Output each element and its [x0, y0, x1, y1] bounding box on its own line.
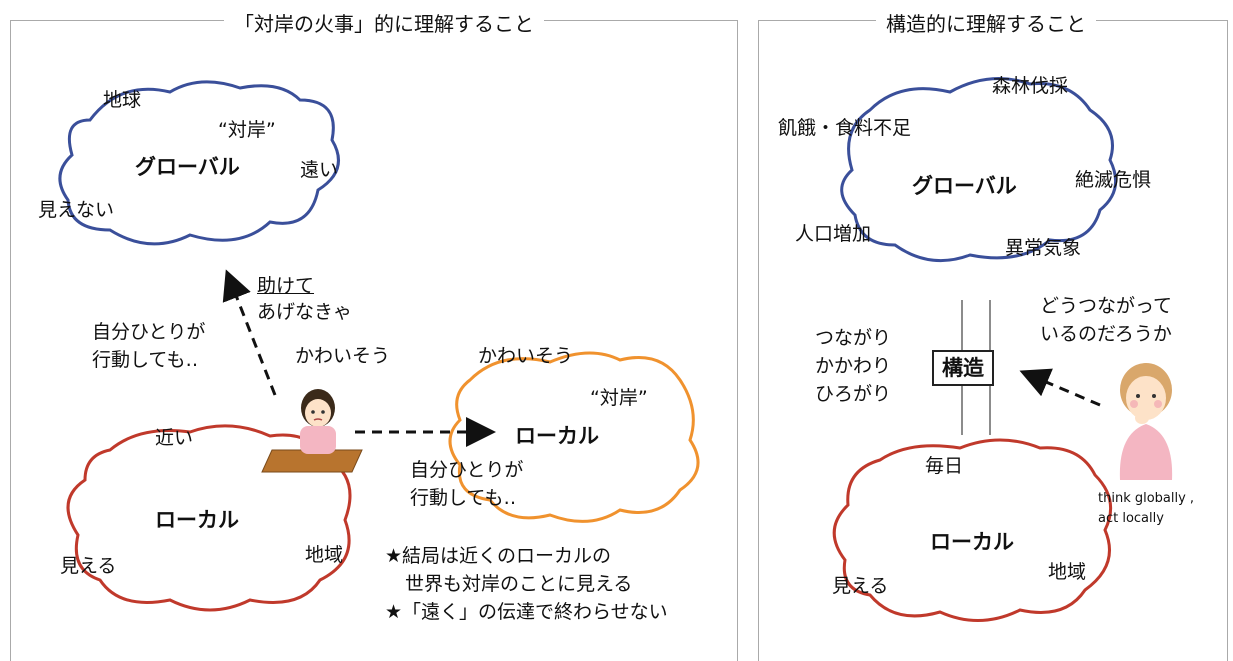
global-word-far: 遠い — [300, 159, 339, 181]
structure-box: 構造 — [932, 350, 994, 387]
right-local-word-daily: 毎日 — [925, 455, 964, 477]
right-local-label: ローカル — [930, 530, 1014, 554]
global-cloud-right — [840, 77, 1118, 263]
far-local-cloud — [448, 351, 700, 523]
help-text-line1: 助けて — [257, 275, 315, 297]
child-person-icon — [288, 388, 348, 454]
alone-text-1-line1: 自分ひとりが — [92, 321, 206, 343]
right-local-word-region: 地域 — [1048, 561, 1087, 583]
near-local-word-region: 地域 — [305, 544, 344, 566]
right-global-label: グローバル — [912, 174, 1017, 198]
near-local-label: ローカル — [155, 508, 239, 532]
diagram-graphics — [58, 77, 1118, 622]
far-local-word-taigan: “対岸” — [590, 387, 648, 409]
local-cloud-right — [832, 438, 1113, 622]
motto-line1: think globally , — [1098, 491, 1195, 506]
arrow-to-structure — [1019, 368, 1101, 407]
motto-line2: act locally — [1098, 511, 1164, 526]
connection-line2: かかわり — [815, 355, 892, 377]
right-local-word-visible: 見える — [832, 575, 889, 597]
right-global-word-hunger: 飢餓・食料不足 — [778, 117, 912, 139]
note-line2: 世界も対岸のことに見える — [405, 573, 633, 595]
question-line1: どうつながって — [1040, 295, 1173, 317]
pity-text-2: かわいそう — [478, 345, 574, 367]
connection-line1: つながり — [815, 327, 892, 349]
arrow-to-global — [222, 269, 277, 396]
question-line2: いるのだろうか — [1040, 323, 1172, 345]
alone-text-1-line2: 行動しても‥ — [92, 349, 199, 371]
pity-text-1: かわいそう — [295, 345, 391, 367]
woman-thinking-icon — [1110, 362, 1182, 480]
right-global-word-deforestation: 森林伐採 — [992, 75, 1069, 97]
global-word-earth: 地球 — [103, 89, 142, 111]
right-global-word-extinction: 絶滅危惧 — [1075, 169, 1152, 191]
alone-text-2-line2: 行動しても‥ — [410, 487, 517, 509]
near-local-word-near: 近い — [155, 427, 194, 449]
right-global-word-population: 人口増加 — [795, 223, 872, 245]
help-text-line2: あげなきゃ — [257, 301, 353, 323]
global-label-left: グローバル — [135, 155, 240, 179]
near-local-word-visible: 見える — [60, 555, 117, 577]
near-local-cloud — [66, 424, 352, 612]
note-line1: ★結局は近くのローカルの — [385, 545, 612, 567]
global-word-taigan: “対岸” — [218, 119, 276, 141]
global-cloud-left — [58, 80, 340, 246]
alone-text-2-line1: 自分ひとりが — [410, 459, 524, 481]
far-local-label: ローカル — [515, 424, 599, 448]
left-panel-title: 「対岸の火事」的に理解すること — [224, 8, 544, 37]
global-word-invisible: 見えない — [38, 199, 115, 221]
note-line3: ★「遠く」の伝達で終わらせない — [385, 601, 668, 623]
connection-line3: ひろがり — [815, 383, 892, 405]
right-global-word-weather: 異常気象 — [1005, 237, 1082, 259]
right-panel-title: 構造的に理解すること — [876, 8, 1096, 37]
